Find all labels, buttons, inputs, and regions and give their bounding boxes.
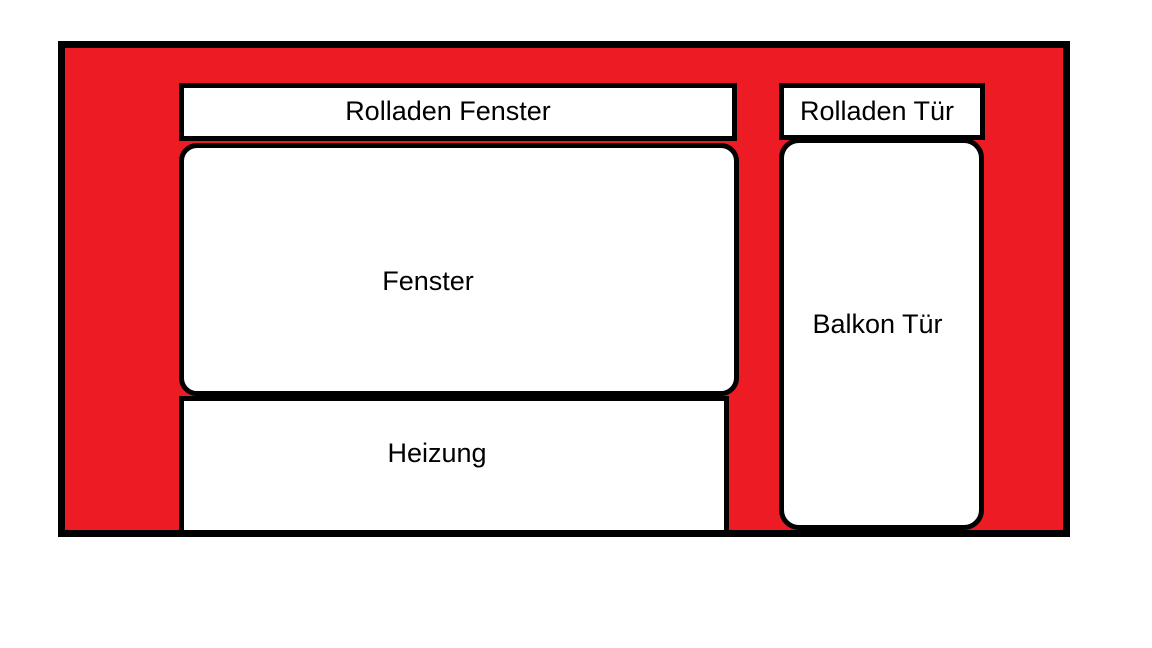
heizung-label: Heizung	[387, 437, 487, 468]
balkon-tuer-label: Balkon Tür	[812, 309, 943, 340]
box-heizung: Heizung	[179, 396, 729, 530]
box-fenster: Fenster	[179, 143, 739, 396]
box-rolladen-fenster: Rolladen Fenster	[179, 83, 737, 141]
wall-outline: Rolladen Fenster Fenster Heizung Rollade…	[58, 41, 1070, 537]
rolladen-fenster-label: Rolladen Fenster	[345, 96, 551, 127]
box-balkon-tuer: Balkon Tür	[779, 138, 984, 530]
box-rolladen-tuer: Rolladen Tür	[779, 83, 985, 140]
rolladen-tuer-label: Rolladen Tür	[799, 95, 955, 126]
fenster-label: Fenster	[382, 265, 474, 296]
